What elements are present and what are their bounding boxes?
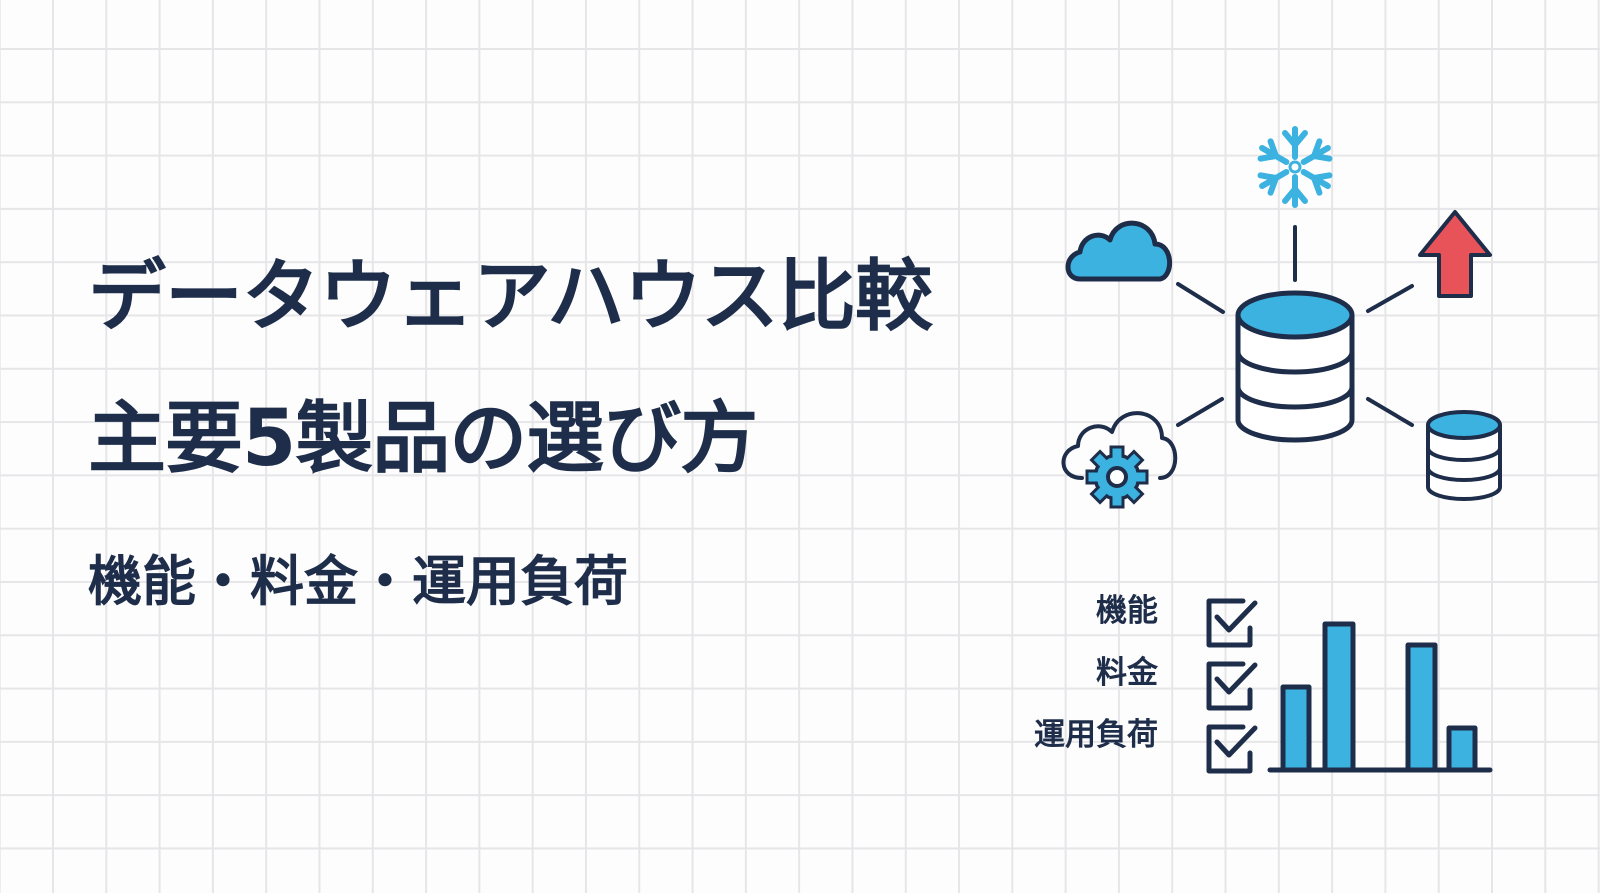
checklist-label-operations: 運用負荷 — [1034, 717, 1158, 753]
cloud-icon — [1065, 220, 1173, 282]
checklist-label-pricing: 料金 — [1096, 655, 1158, 691]
bar-chart — [1267, 621, 1493, 773]
checklist-label-features: 機能 — [1096, 593, 1158, 629]
connector-lines — [1176, 225, 1414, 427]
checkbox-pricing — [1206, 661, 1258, 711]
snowflake-icon — [1257, 126, 1333, 205]
bar-4 — [1405, 642, 1438, 773]
cloud-gear-icon — [1061, 411, 1178, 509]
bar-2 — [1322, 621, 1356, 773]
title-line-2: 主要5製品の選び方 — [88, 394, 758, 484]
checkbox-features — [1206, 598, 1258, 648]
gear-icon — [1085, 445, 1149, 509]
checkbox-operations — [1206, 724, 1258, 774]
database-icon — [1235, 290, 1355, 443]
subtitle: 機能・料金・運用負荷 — [88, 550, 628, 613]
arrow-up-icon — [1418, 210, 1492, 298]
title-line-1: データウェアハウス比較 — [88, 252, 933, 342]
bar-5 — [1446, 725, 1478, 773]
small-database-icon — [1426, 410, 1502, 501]
bar-1 — [1280, 684, 1312, 773]
